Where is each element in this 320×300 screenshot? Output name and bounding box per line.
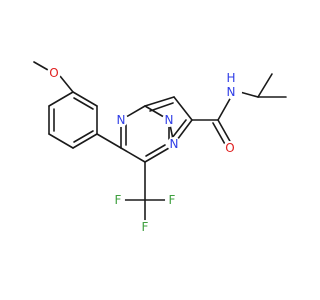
fluorine-2-label: F (115, 193, 122, 207)
ring-n8-label: N (165, 113, 174, 127)
ring-nitrogen-4: N (114, 113, 128, 127)
bond-c7-c6-inner (145, 144, 166, 157)
amide-h-label: H (226, 71, 235, 85)
bond-phenyl-pyrimidine (96, 133, 122, 149)
bond-c3a-c3-inner (149, 102, 174, 112)
ring-nitrogen-8: N (162, 113, 176, 127)
fluorine-1-label: F (142, 220, 149, 234)
bond-phenyl-6 (72, 91, 98, 107)
bond-n-isopropyl (239, 91, 259, 98)
ring-n4-label: N (117, 113, 126, 127)
bond-o-aryl (59, 75, 74, 93)
molecule-diagram: O N N N N H O F F (33, 61, 287, 234)
fluorine-3-label: F (169, 193, 176, 207)
bond-phenyl-4 (72, 133, 98, 149)
bond-isopropyl-methyl-1 (257, 73, 273, 98)
bond-phenyl-3 (48, 133, 74, 149)
fluorine-3: F (165, 193, 179, 207)
bond-layer (33, 61, 287, 223)
bond-carbonyl-o-double (212, 122, 227, 147)
amide-nitrogen: N H (226, 71, 242, 100)
amide-n-label: N (227, 85, 236, 99)
bond-c3-c2 (173, 96, 193, 121)
atom-label-layer: O N N N N H O F F (47, 66, 242, 234)
bond-carbonyl-o (217, 119, 232, 144)
ring-nitrogen-1: N (167, 137, 181, 151)
fluorine-1: F (138, 220, 152, 234)
methoxy-o-label: O (49, 66, 58, 80)
bond-c7-c6 (144, 147, 170, 163)
bond-c6-c5 (120, 147, 146, 163)
methoxy-oxygen: O (47, 66, 61, 80)
bond-methyl-o (33, 61, 49, 71)
bond-phenyl-1 (48, 91, 74, 107)
bond-phenyl-4-inner (73, 130, 94, 143)
ring-n1-label: N (170, 137, 179, 151)
carbonyl-o-label: O (225, 141, 234, 155)
bond-c2-n1-inner (171, 119, 187, 139)
bond-carbonyl-n (217, 96, 232, 121)
carbonyl-oxygen: O (223, 141, 237, 155)
fluorine-2: F (111, 193, 125, 207)
bond-phenyl-6-inner (73, 97, 94, 110)
bond-c3a-c3 (144, 96, 175, 107)
